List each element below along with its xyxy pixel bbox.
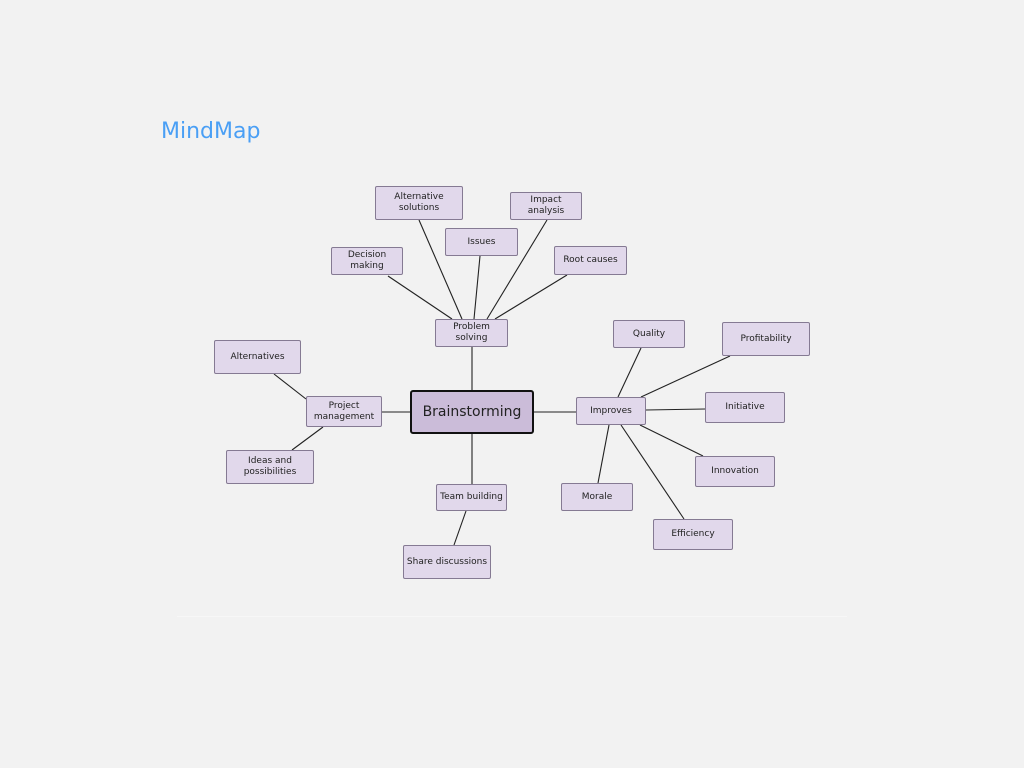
node-innovation[interactable]: Innovation	[695, 456, 775, 487]
node-impact-analysis[interactable]: Impact analysis	[510, 192, 582, 220]
node-profitability[interactable]: Profitability	[722, 322, 810, 356]
edge-problem-solving-to-issues	[473, 255, 481, 320]
node-efficiency[interactable]: Efficiency	[653, 519, 733, 550]
edge-improves-to-quality	[617, 347, 642, 398]
edge-improves-to-morale	[597, 424, 610, 484]
node-quality[interactable]: Quality	[613, 320, 685, 348]
node-root-causes[interactable]: Root causes	[554, 246, 627, 275]
node-improves[interactable]: Improves	[576, 397, 646, 425]
edge-improves-to-innovation	[639, 424, 704, 457]
node-team-building[interactable]: Team building	[436, 484, 507, 511]
node-project-management[interactable]: Project management	[306, 396, 382, 427]
node-problem-solving[interactable]: Problem solving	[435, 319, 508, 347]
node-issues[interactable]: Issues	[445, 228, 518, 256]
node-morale[interactable]: Morale	[561, 483, 633, 511]
edge-problem-solving-to-impact-analysis	[486, 219, 548, 320]
edge-project-management-to-alternatives	[273, 373, 307, 400]
edge-problem-solving-to-alternative-solutions	[418, 219, 463, 320]
node-ideas-and-possibilities[interactable]: Ideas and possibilities	[226, 450, 314, 484]
node-decision-making[interactable]: Decision making	[331, 247, 403, 275]
node-alternatives[interactable]: Alternatives	[214, 340, 301, 374]
edge-problem-solving-to-root-causes	[494, 274, 568, 320]
edge-improves-to-initiative	[645, 408, 706, 411]
edge-team-building-to-share-discussions	[453, 510, 467, 546]
edge-project-management-to-ideas-and-possibilities	[291, 426, 324, 451]
node-alternative-solutions[interactable]: Alternative solutions	[375, 186, 463, 220]
edge-problem-solving-to-decision-making	[387, 275, 453, 320]
app-title: MindMap	[161, 119, 261, 144]
edge-improves-to-efficiency	[620, 424, 685, 520]
divider	[177, 616, 847, 617]
node-initiative[interactable]: Initiative	[705, 392, 785, 423]
node-share-discussions[interactable]: Share discussions	[403, 545, 491, 579]
central-node[interactable]: Brainstorming	[410, 390, 534, 434]
edge-improves-to-profitability	[640, 355, 731, 398]
